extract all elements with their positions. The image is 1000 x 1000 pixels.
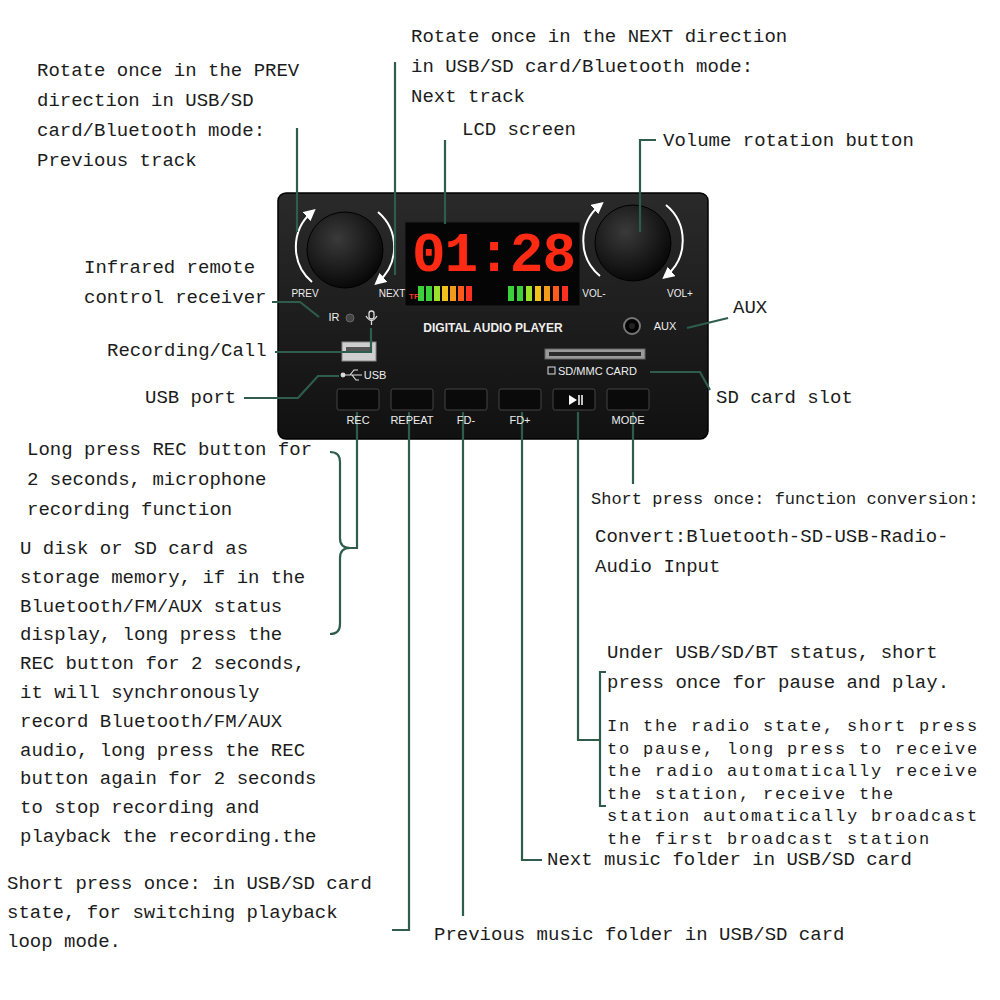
level-bar [544, 286, 550, 301]
leader-line [394, 62, 396, 275]
board-label: AUX [654, 320, 677, 333]
level-bar [517, 286, 523, 301]
level-bar [508, 286, 514, 301]
callout-text: Next music folder in USB/SD card [547, 845, 912, 875]
push-button [499, 389, 541, 410]
leader-line [275, 328, 371, 352]
board-label: IR [329, 311, 340, 324]
level-bar [418, 286, 424, 301]
knob-label: NEXT [379, 288, 406, 300]
usb-symbol [341, 370, 362, 380]
callout-text: LCD screen [462, 115, 576, 145]
level-bar [426, 286, 432, 301]
leader-line [640, 140, 656, 232]
button-label: MODE [612, 414, 645, 427]
leader-line [244, 376, 339, 398]
callout-text: AUX [733, 293, 767, 323]
callout-text: Rotate once in the PREV direction in USB… [37, 56, 305, 176]
leader-line [350, 412, 357, 548]
level-bar [434, 286, 440, 301]
sd-card-symbol [548, 367, 555, 374]
callout-note: Long press REC button for 2 seconds, mic… [27, 435, 318, 525]
knob-label: VOL+ [667, 288, 693, 300]
leader-line [522, 412, 542, 860]
lcd-display [405, 222, 580, 306]
leader-line [296, 128, 298, 232]
push-button [391, 389, 433, 410]
callout-text: Recording/Call [107, 336, 267, 366]
bracket [600, 672, 606, 806]
callout-note: Short press once: function conversion: [591, 487, 989, 513]
push-button [607, 389, 649, 410]
level-bar [458, 286, 464, 301]
curly-brace [330, 452, 350, 634]
play-pause-symbol [569, 395, 577, 405]
knob-label: PREV [291, 288, 318, 300]
push-button [553, 389, 595, 410]
knob-arrow [583, 205, 600, 276]
push-button [445, 389, 487, 410]
level-bar [526, 286, 532, 301]
mic-icon [366, 311, 377, 325]
board-panel [278, 193, 708, 439]
leader-line [462, 412, 464, 916]
callout-note: Convert:Bluetooth-SD-USB-Radio-Audio Inp… [595, 522, 954, 582]
push-button [337, 389, 379, 410]
level-bar [450, 286, 456, 301]
volume-knob [595, 205, 671, 281]
callout-text: USB port [145, 383, 236, 413]
level-bar [535, 286, 541, 301]
level-bar [562, 286, 568, 301]
callout-text: SD card slot [716, 383, 853, 413]
leader-line [650, 372, 710, 390]
knob-arrow [666, 205, 683, 276]
button-label: FD- [457, 414, 475, 427]
sd-slot [545, 349, 645, 359]
button-label: REPEAT [390, 414, 433, 427]
knob-arrow [296, 212, 312, 282]
play-pause-symbol [579, 395, 582, 405]
knob-arrow [378, 212, 394, 282]
leader-line [272, 302, 319, 317]
display-label: TF [409, 292, 419, 302]
callout-text: Rotate once in the NEXT direction in USB… [411, 22, 793, 112]
aux-jack [629, 323, 635, 329]
leader-line [444, 140, 446, 224]
level-bars [418, 286, 568, 301]
ir-sensor [346, 314, 354, 322]
sd-slot [549, 352, 641, 356]
callout-note: In the radio state, short press to pause… [607, 716, 985, 852]
level-bar [442, 286, 448, 301]
board-label: USB [364, 369, 387, 382]
callout-text: Volume rotation button [663, 126, 914, 156]
callout-note: Short press once: in USB/SD card state, … [7, 870, 378, 957]
board-title: DIGITAL AUDIO PLAYER [423, 321, 562, 335]
board-label: SD/MMC CARD [558, 365, 637, 378]
leader-line [687, 318, 728, 328]
knob-label: VOL- [582, 288, 605, 300]
prev-next-knob [307, 212, 383, 288]
leader-line [392, 412, 409, 930]
level-bar [553, 286, 559, 301]
button-label: FD+ [509, 414, 530, 427]
aux-jack [624, 318, 640, 334]
button-label: REC [346, 414, 369, 427]
display-digits: 01:28 [412, 228, 575, 284]
button-row [337, 389, 649, 410]
level-bar [466, 286, 472, 301]
callout-note: Under USB/SD/BT status, short press once… [607, 638, 955, 698]
callout-text: Infrared remote control receiver [84, 253, 272, 313]
callout-note: U disk or SD card as storage memory, if … [20, 535, 320, 852]
callout-text: Previous music folder in USB/SD card [434, 920, 844, 950]
